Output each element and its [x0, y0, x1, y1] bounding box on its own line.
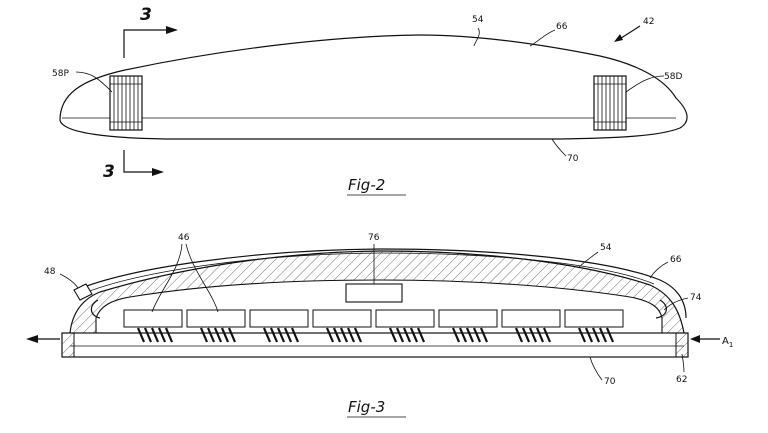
- led-module: [564, 309, 624, 328]
- base-plate: [61, 332, 689, 358]
- right-hook-74: [655, 299, 667, 319]
- figure-3: 46 76 54 66 48 74 A1 70 62 Fig-3: [26, 233, 733, 418]
- ref-a1: A1: [722, 336, 733, 349]
- fig3-caption: Fig-3: [348, 398, 385, 416]
- leader-58p: [75, 71, 113, 93]
- outer-lens-inner: [81, 252, 655, 295]
- led-module: [249, 309, 309, 328]
- ref-a1-letter: A: [722, 336, 729, 347]
- ref-58p: 58P: [52, 69, 69, 79]
- leader-70-fig3: [589, 356, 603, 381]
- leader-46a: [151, 243, 183, 313]
- ref-62: 62: [676, 375, 687, 385]
- fig2-caption: Fig-2: [348, 176, 385, 194]
- ref-a1-subscript: 1: [729, 341, 733, 349]
- leader-66-fig3: [649, 261, 669, 279]
- ref-70-fig3: 70: [604, 377, 616, 387]
- ref-70-fig2: 70: [567, 154, 579, 164]
- left-hook: [90, 299, 101, 319]
- led-modules: [123, 309, 624, 328]
- ref-74: 74: [690, 293, 702, 303]
- leader-46b: [185, 243, 219, 313]
- leader-70-fig2: [551, 138, 567, 157]
- ref-66-fig2: 66: [556, 22, 568, 32]
- section-line-3-3: [123, 26, 178, 176]
- led-module: [375, 309, 435, 328]
- led-module: [123, 309, 183, 328]
- left-foot: [61, 332, 75, 358]
- ref-42: 42: [643, 17, 654, 27]
- leader-58d: [625, 75, 665, 93]
- light-rays: [136, 327, 615, 343]
- ref-76: 76: [368, 233, 380, 243]
- fig2-body-outline: [59, 34, 688, 140]
- ref-54-fig3: 54: [600, 243, 612, 253]
- end-cap-48: [73, 283, 93, 301]
- ref-46: 46: [178, 233, 190, 243]
- section-label-bottom: 3: [103, 162, 115, 182]
- leader-54-fig2: [473, 27, 480, 47]
- ref-66-fig3: 66: [670, 255, 682, 265]
- figure-2: 3 3 54 66 42 58P 58D 70 Fig-2: [52, 5, 688, 196]
- leader-62: [681, 353, 685, 373]
- leader-48: [59, 273, 79, 289]
- led-module: [186, 309, 246, 328]
- component-76: [345, 283, 403, 303]
- led-module: [501, 309, 561, 328]
- right-foot-62: [675, 332, 689, 358]
- ref-54-fig2: 54: [472, 15, 484, 25]
- coil-58p: [109, 75, 143, 131]
- leader-66-fig2: [529, 29, 556, 47]
- leader-54-fig3: [577, 251, 599, 269]
- section-label-top: 3: [140, 5, 152, 25]
- led-module: [438, 309, 498, 328]
- ref-58d: 58D: [664, 72, 682, 82]
- ref-48: 48: [44, 267, 56, 277]
- led-module: [312, 309, 372, 328]
- outer-lens: [75, 248, 687, 319]
- coil-58d: [593, 75, 627, 131]
- leader-74: [663, 297, 689, 311]
